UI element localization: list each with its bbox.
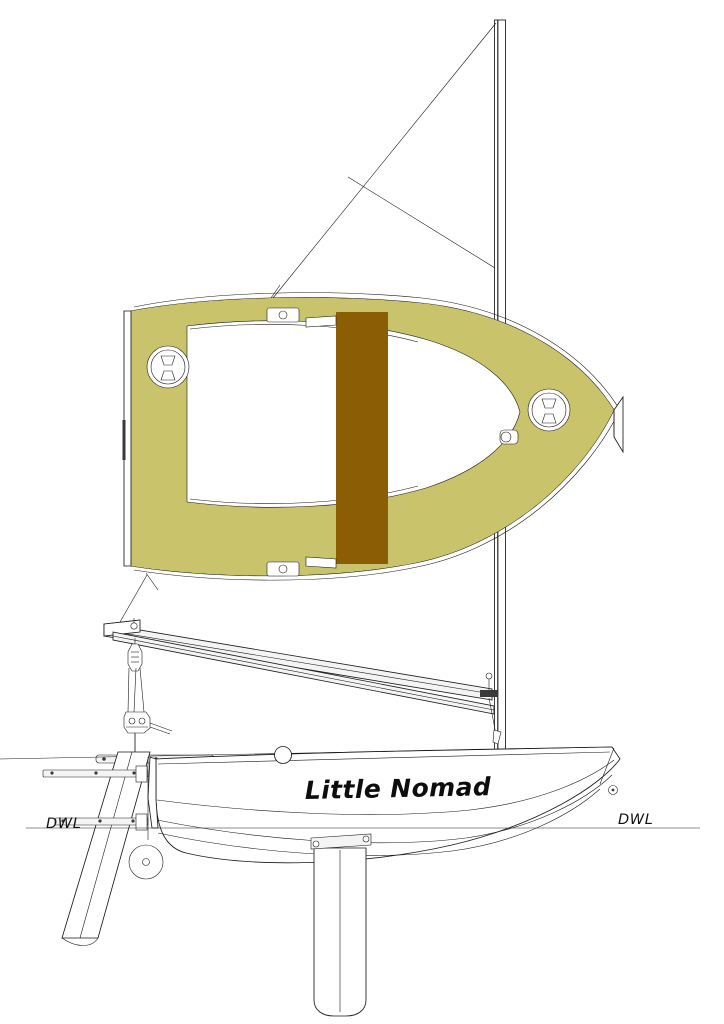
plan-thwart-seat bbox=[336, 312, 388, 564]
hull-shell bbox=[155, 746, 621, 864]
daggerboard bbox=[310, 833, 372, 1017]
gooseneck-fitting bbox=[480, 672, 498, 697]
painter-eye-fitting bbox=[608, 785, 618, 795]
sail-luff-line bbox=[272, 22, 497, 299]
plan-inner-ceiling-fwd bbox=[189, 485, 419, 504]
rudder-assembly bbox=[42, 751, 164, 946]
cleat-icon bbox=[160, 355, 176, 366]
stem-line bbox=[0, 746, 613, 760]
plank-seam-1 bbox=[156, 774, 613, 844]
plan-thwart-notch-port bbox=[305, 315, 337, 328]
plan-oarlock-socket-stbd bbox=[266, 561, 300, 577]
sail-profile-view: Little Nomad bbox=[0, 618, 700, 1017]
block-and-tackle bbox=[123, 638, 173, 762]
boat-name: Little Nomad bbox=[305, 772, 493, 805]
dwl-label-right: DWL bbox=[618, 812, 653, 828]
plan-oarlock-socket-port bbox=[266, 307, 300, 323]
sprit-boom bbox=[103, 618, 493, 701]
plan-painter-eye bbox=[499, 429, 519, 445]
deck-plan-view bbox=[122, 284, 624, 591]
hull-profile: Little Nomad bbox=[0, 746, 621, 864]
leader-plan-to-profile bbox=[119, 574, 148, 623]
plan-inspection-port-aft bbox=[146, 345, 190, 389]
chine-line bbox=[156, 759, 615, 815]
cleat-icon bbox=[541, 413, 557, 424]
plank-seam-2 bbox=[157, 788, 601, 856]
plan-bow-stem bbox=[613, 395, 624, 454]
daggerboard-head bbox=[310, 833, 372, 850]
dwl-label-left: DWL bbox=[46, 816, 81, 832]
cleat-icon bbox=[541, 398, 557, 409]
plan-transom-fitting bbox=[122, 420, 126, 460]
sail-sprit-line bbox=[347, 176, 496, 269]
plan-inspection-port-fwd bbox=[527, 388, 571, 432]
plan-leader-aft-lower bbox=[270, 284, 281, 299]
boom-downhaul-strut bbox=[488, 697, 502, 745]
stern-sheave bbox=[128, 844, 164, 880]
cleat-icon bbox=[160, 370, 176, 381]
boom bbox=[112, 631, 495, 715]
plan-thwart-notch-stbd bbox=[305, 556, 337, 569]
mast-partner-ring bbox=[274, 746, 292, 764]
plan-transom bbox=[122, 310, 132, 567]
plan-leader-aft-upper bbox=[145, 572, 159, 591]
